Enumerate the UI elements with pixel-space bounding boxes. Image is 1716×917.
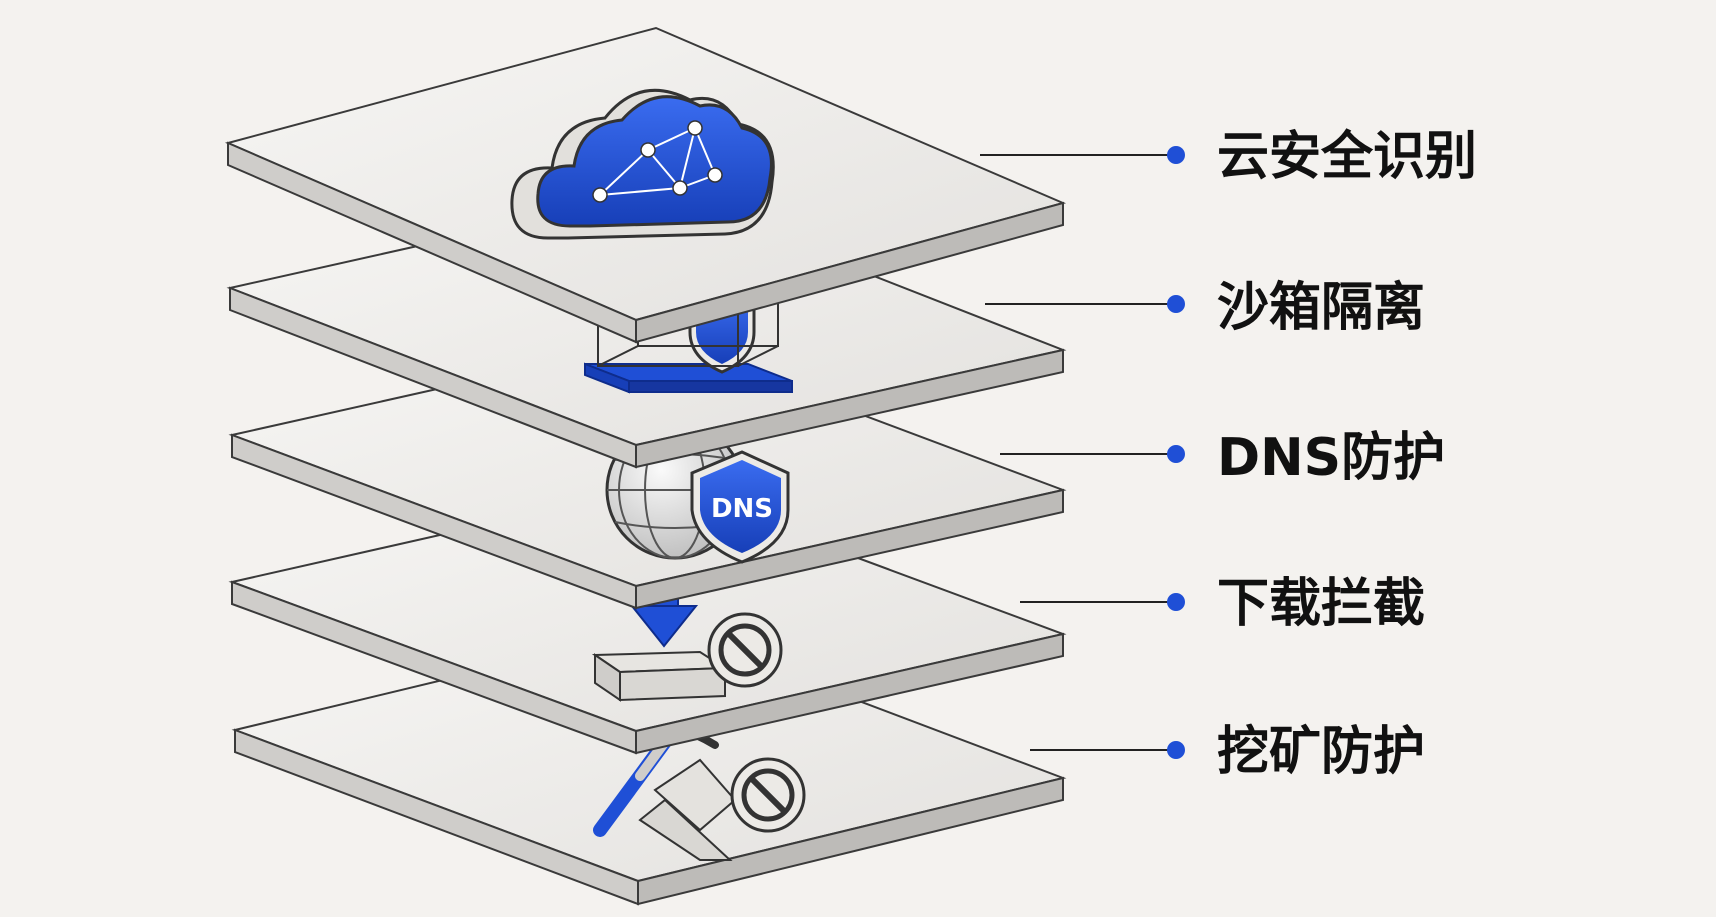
layer-download: 下载拦截 xyxy=(228,483,1425,755)
layer-label-sandbox: 沙箱隔离 xyxy=(1217,278,1425,338)
layer-mining: 挖矿防护 xyxy=(231,625,1425,906)
layer-label-mining: 挖矿防护 xyxy=(1217,722,1425,782)
layer-label-download: 下载拦截 xyxy=(1217,574,1425,634)
cloud-network-icon xyxy=(510,88,775,240)
connector-dot-mining xyxy=(1167,741,1185,759)
layer-label-cloud: 云安全识别 xyxy=(1217,127,1477,187)
layer-cloud: 云安全识别 xyxy=(224,26,1477,344)
connector-dot-download xyxy=(1167,593,1185,611)
connector-dot-sandbox xyxy=(1167,295,1185,313)
connector-dot-cloud xyxy=(1167,146,1185,164)
layer-label-dns: DNS防护 xyxy=(1217,428,1445,488)
dns-shield-badge: DNS xyxy=(711,494,773,524)
connector-dot-dns xyxy=(1167,445,1185,463)
